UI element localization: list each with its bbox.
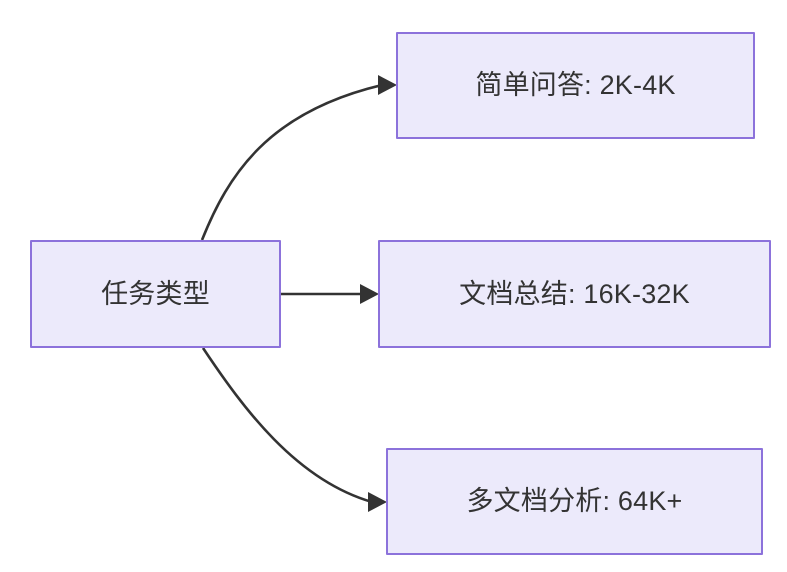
arrowhead-multi-doc-analysis [368,492,387,512]
edge-task-type-to-simple-qa [200,75,397,241]
node-doc-summary[interactable]: 文档总结: 16K-32K [378,240,771,348]
edge-path-multi-doc-analysis [201,347,373,504]
node-label-doc-summary: 文档总结: 16K-32K [459,278,690,309]
node-label-multi-doc-analysis: 多文档分析: 64K+ [466,486,683,517]
node-simple-qa[interactable]: 简单问答: 2K-4K [396,32,755,139]
edge-task-type-to-doc-summary [281,284,379,304]
node-label-task-type: 任务类型 [101,278,210,309]
arrowhead-doc-summary [360,284,379,304]
arrowhead-simple-qa [378,75,397,95]
node-task-type[interactable]: 任务类型 [30,240,281,348]
node-label-simple-qa: 简单问答: 2K-4K [475,70,676,101]
node-multi-doc-analysis[interactable]: 多文档分析: 64K+ [386,448,763,555]
edge-path-simple-qa [200,83,383,241]
edge-task-type-to-multi-doc-analysis [201,347,387,512]
